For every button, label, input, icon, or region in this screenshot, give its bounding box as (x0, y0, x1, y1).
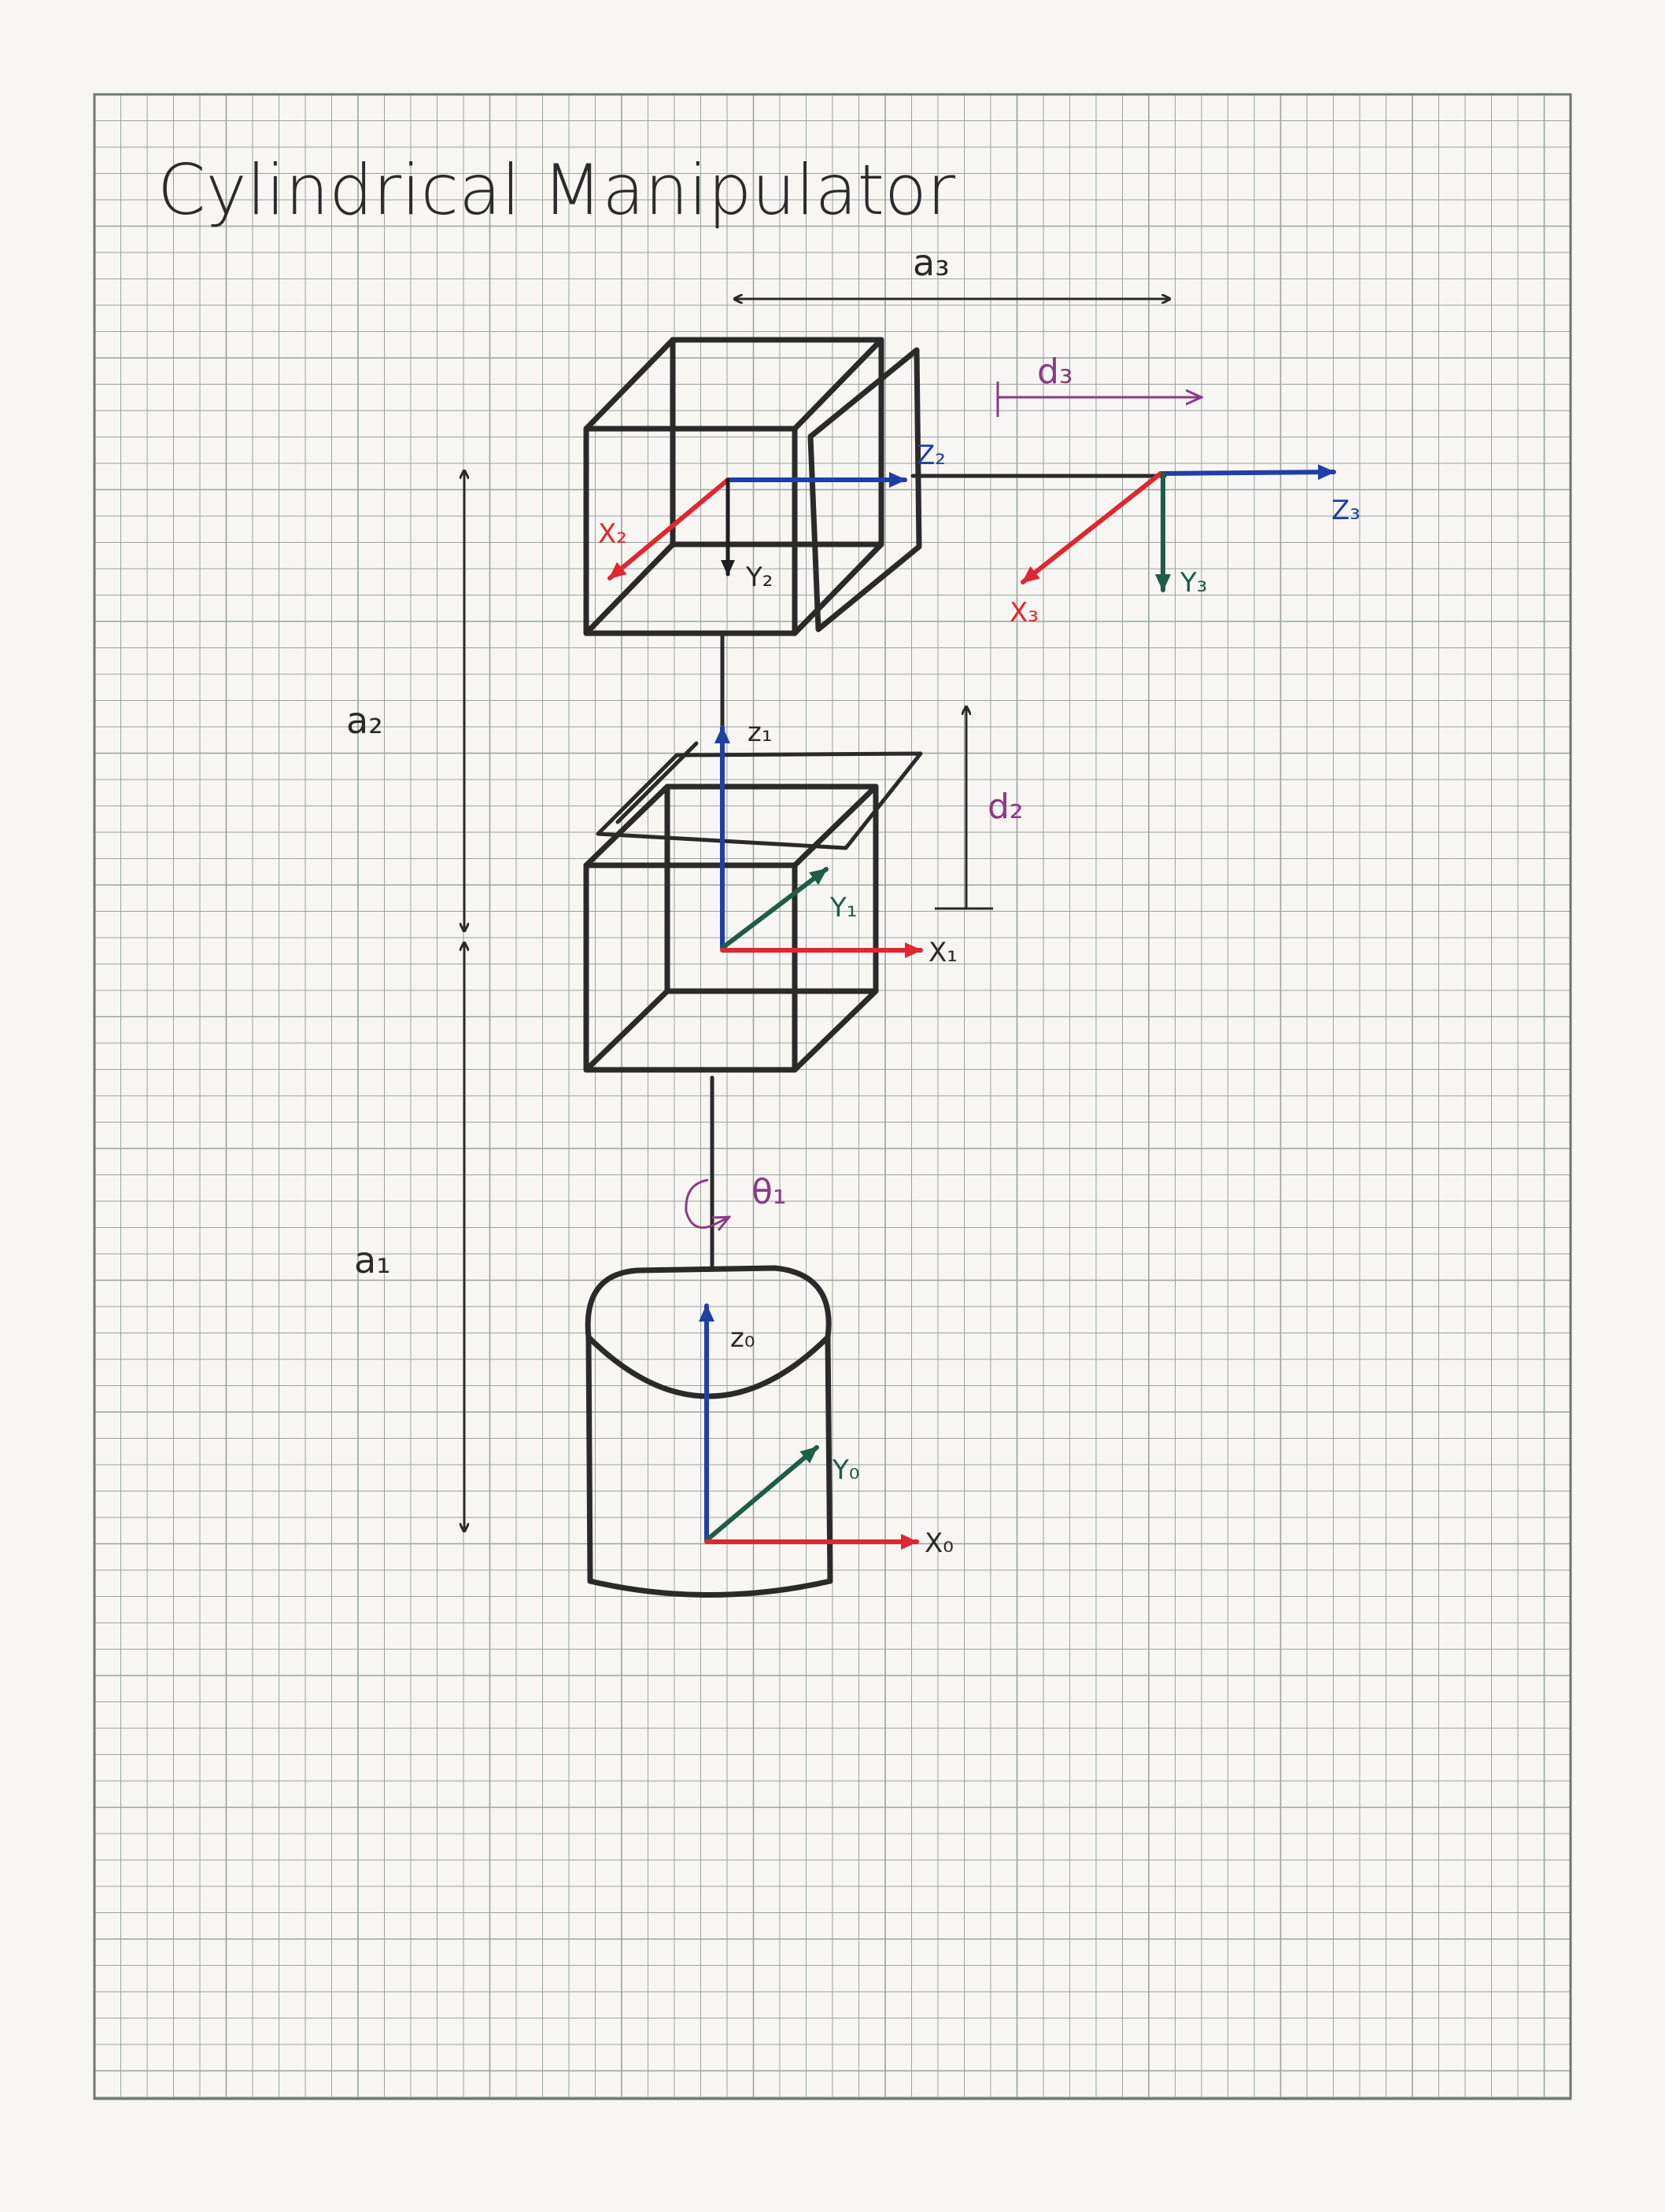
upper-cube (583, 337, 884, 636)
grid-border (93, 93, 1572, 2100)
end-slider-plate (807, 347, 922, 632)
frame3-x-label: X₃ (1010, 597, 1039, 629)
sliding-plate (596, 741, 923, 850)
frame1-y-label: Y₁ (829, 892, 857, 924)
frame3-z-axis (1158, 464, 1336, 481)
a2-label: a₂ (346, 699, 383, 742)
theta1-label: θ₁ (751, 1172, 787, 1212)
frame3-x-axis (1021, 471, 1163, 584)
d2-label: d₂ (988, 787, 1024, 827)
frame3-y-label: Y₃ (1180, 567, 1207, 599)
frame1-z-label: z₁ (748, 717, 772, 748)
lower-cube (583, 783, 879, 1073)
frame1-y-axis (720, 867, 829, 950)
d3-label: d₃ (1037, 352, 1073, 392)
frame0-y-label: Y₀ (832, 1454, 859, 1486)
frame1-x-label: X₁ (928, 937, 958, 968)
frame0-z-label: z₀ (730, 1322, 755, 1354)
frame2-z-label: Z₂ (917, 440, 946, 471)
frame3-z-label: Z₃ (1331, 495, 1360, 526)
frame0-y-axis (704, 1445, 819, 1543)
page-title: Cylindrical Manipulator (157, 149, 956, 230)
frame2-x-label: X₂ (598, 518, 627, 550)
frame0-x-label: X₀ (925, 1528, 954, 1559)
frame2-y-label: Y₂ (745, 562, 773, 593)
a1-label: a₁ (354, 1239, 391, 1281)
frame2-x-axis (607, 477, 730, 581)
a3-label: a₃ (913, 241, 950, 284)
theta1-rotation-arrow (685, 1178, 728, 1228)
